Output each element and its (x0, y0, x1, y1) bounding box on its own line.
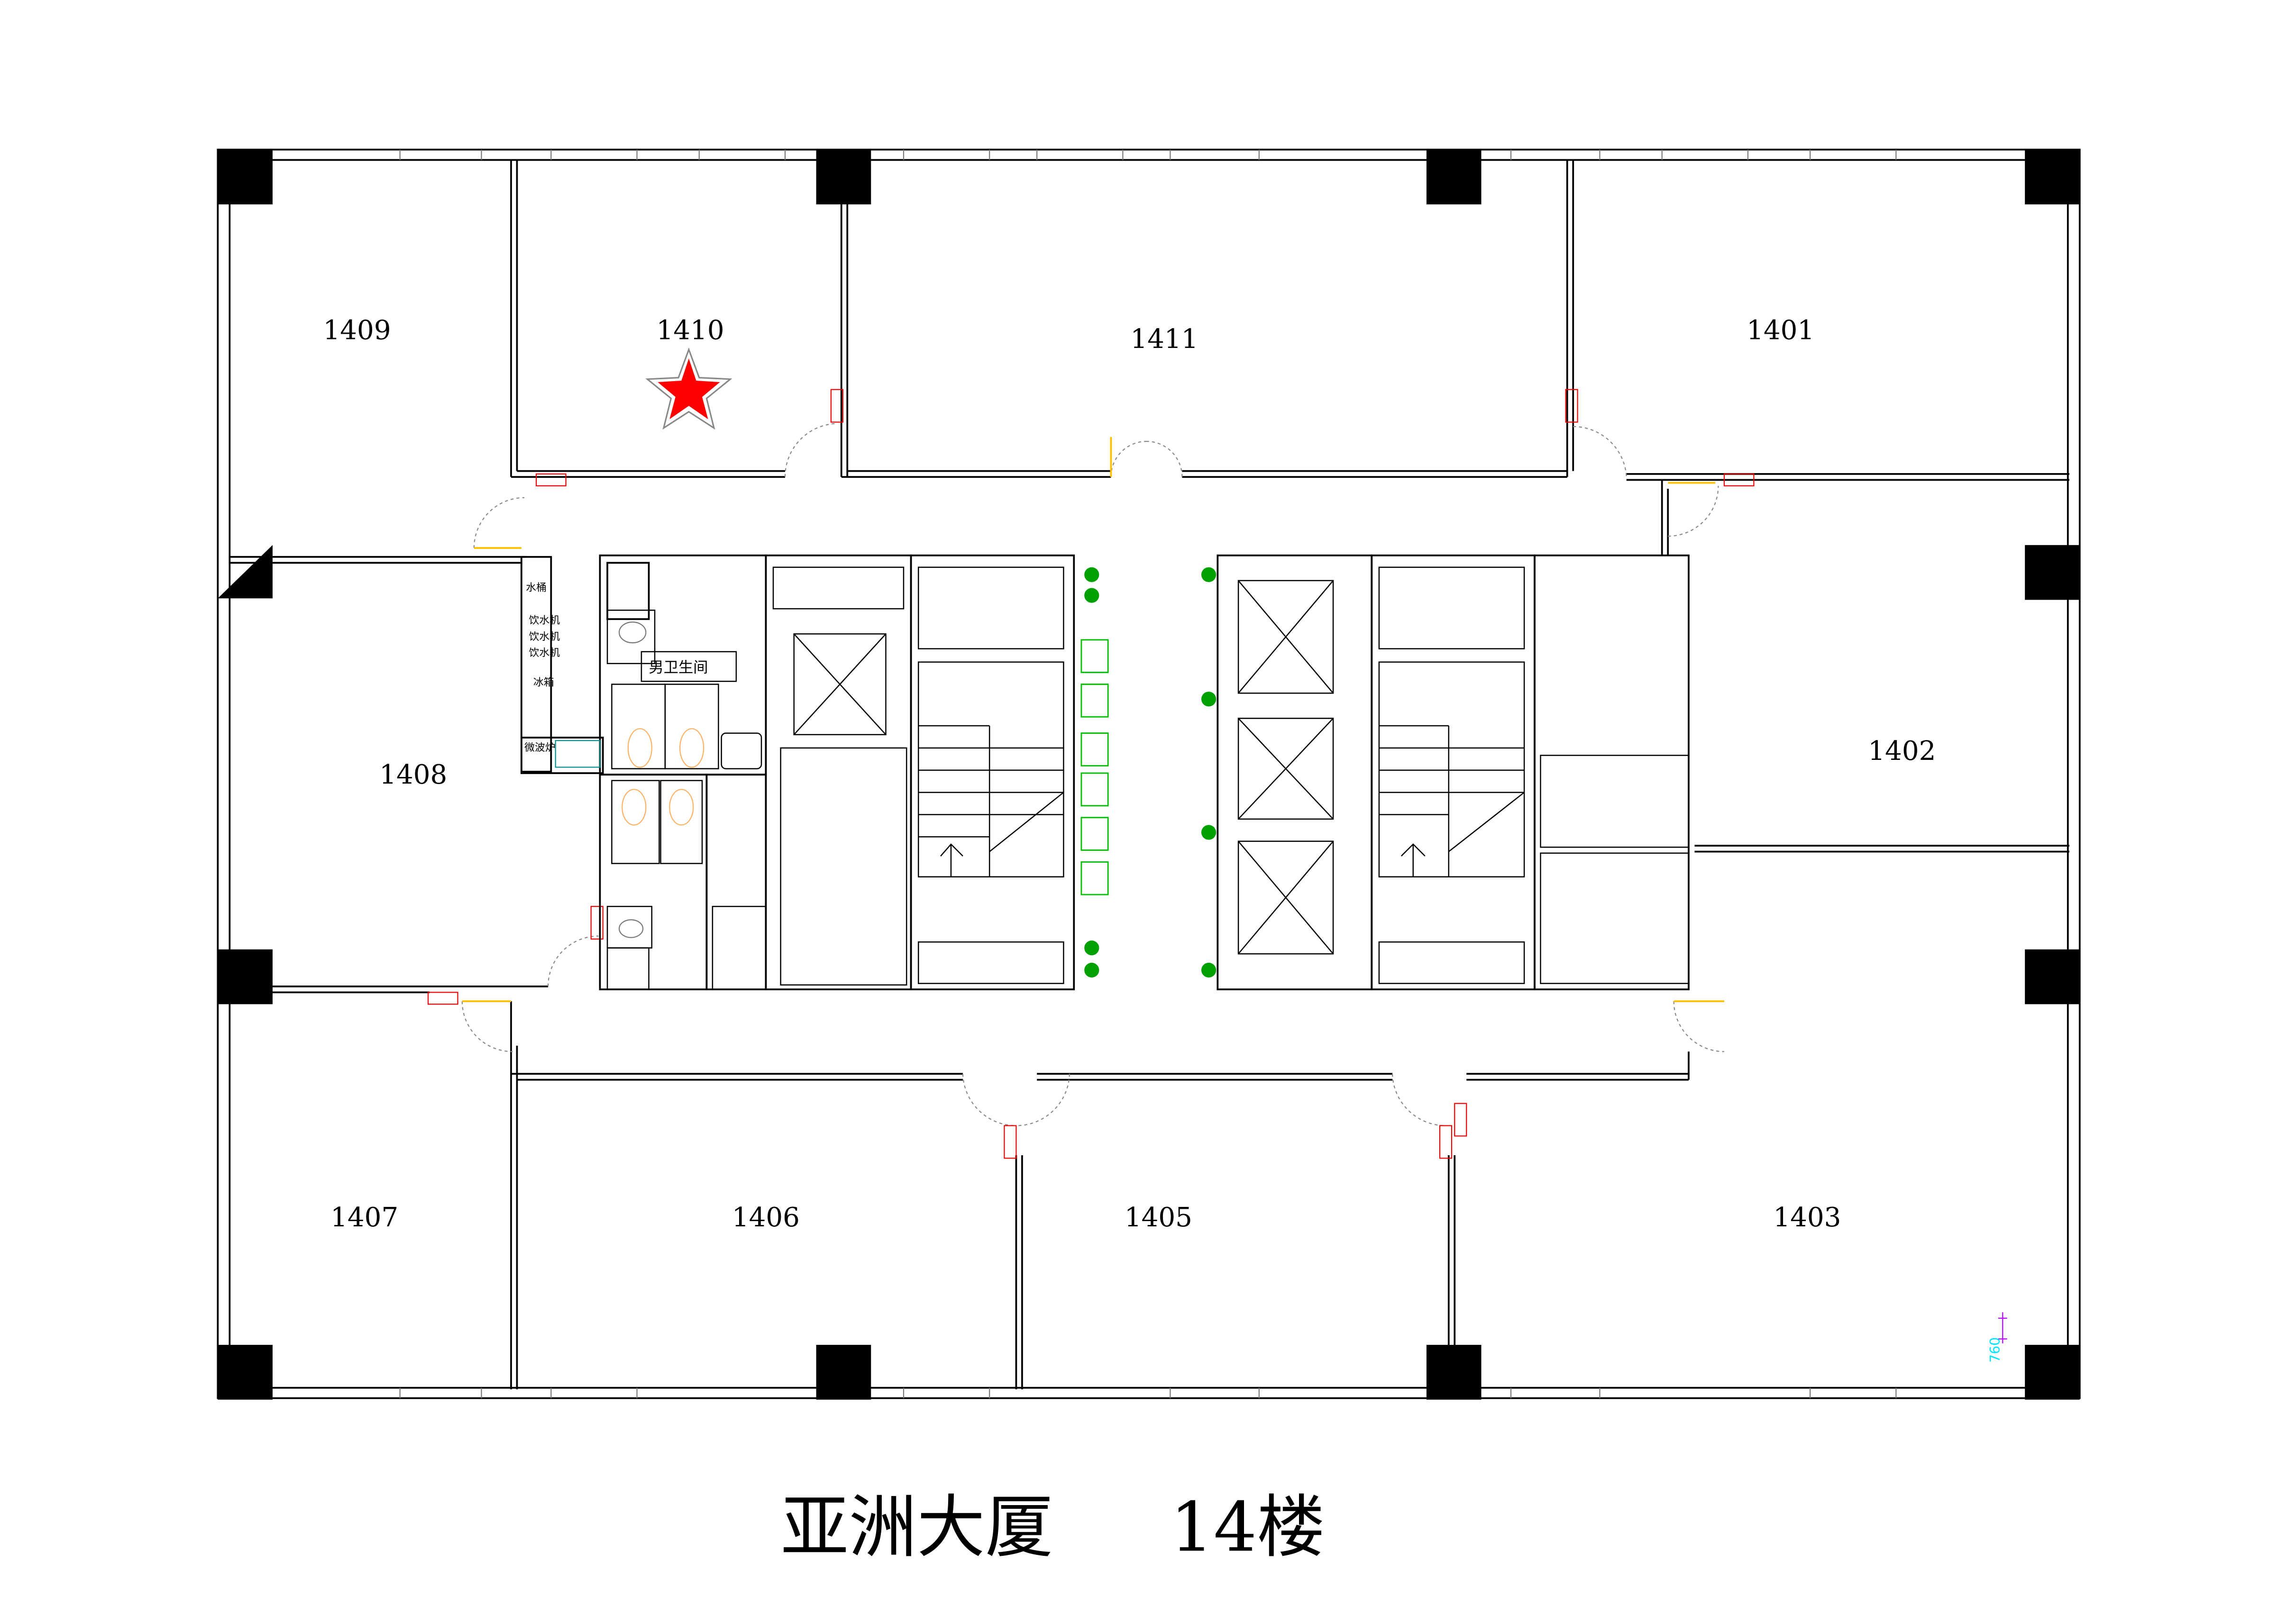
chairs (1080, 639, 1109, 895)
dimension-marker: 760 (1987, 1312, 2007, 1362)
core-left (520, 554, 1109, 990)
room-1407[interactable]: 1407 (330, 1202, 398, 1233)
room-1410[interactable]: 1410 (657, 315, 724, 346)
room-1403[interactable]: 1403 (1773, 1202, 1841, 1233)
plants-right (1201, 567, 1217, 978)
water-dispenser-label: 饮水机 (529, 614, 560, 626)
star-icon (645, 347, 732, 430)
room-1411[interactable]: 1411 (1130, 324, 1198, 355)
core-right (1201, 554, 1690, 990)
outer-walls (217, 148, 2081, 1399)
room-1408[interactable]: 1408 (379, 759, 447, 790)
mens-restroom-sign-box (640, 651, 737, 682)
doors (427, 389, 1755, 1159)
water-dispenser-label: 饮水机 (529, 631, 560, 643)
room-labels: 1409 1410 1411 1401 1402 1408 1407 1406 … (323, 315, 1936, 1233)
partition-walls (229, 160, 2069, 1389)
room-1405[interactable]: 1405 (1125, 1202, 1192, 1233)
fridge-label: 冰箱 (533, 677, 554, 689)
building-title: 亚洲大厦 (781, 1488, 1053, 1567)
plants-left (1084, 567, 1099, 978)
mens-restroom-label: 男卫生间 (649, 659, 708, 676)
room-1409[interactable]: 1409 (323, 315, 391, 346)
water-bucket-label: 水桶 (526, 582, 547, 594)
room-1406[interactable]: 1406 (732, 1202, 800, 1233)
microwave-label: 微波炉 (524, 742, 556, 754)
room-1401[interactable]: 1401 (1747, 315, 1814, 346)
dimension-label: 760 (1987, 1337, 2003, 1363)
floor-title: 14楼 (1170, 1488, 1325, 1567)
pantry-labels: 水桶 饮水机 饮水机 饮水机 冰箱 微波炉 男卫生间 (524, 582, 708, 768)
room-1402[interactable]: 1402 (1868, 736, 1936, 767)
water-dispenser-label: 饮水机 (529, 647, 560, 659)
